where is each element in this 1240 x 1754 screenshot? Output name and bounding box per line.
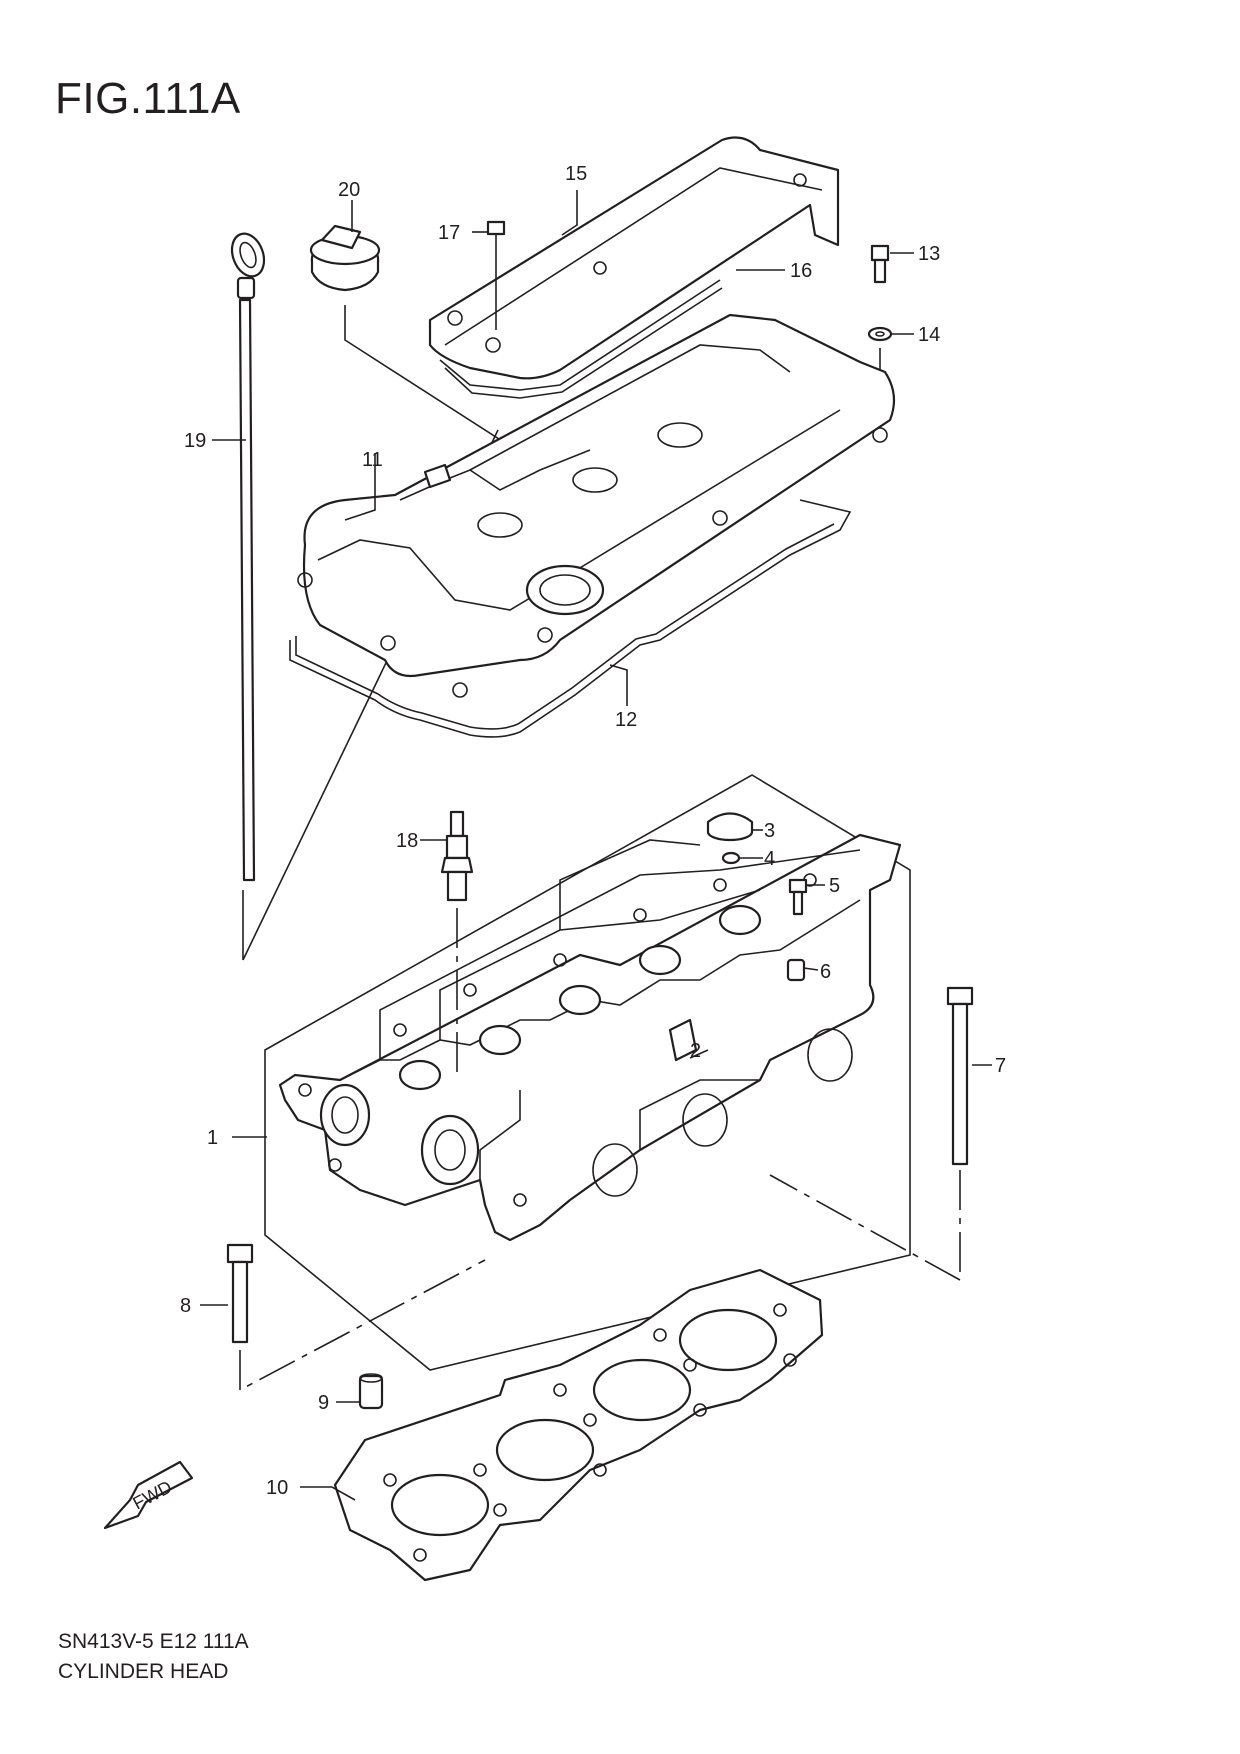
part-head-gasket — [333, 1268, 824, 1582]
callout-19: 19 — [184, 430, 206, 452]
callout-8: 8 — [180, 1295, 191, 1317]
callout-1: 1 — [207, 1127, 218, 1149]
callout-14: 14 — [918, 324, 940, 346]
part-dipstick — [230, 232, 266, 882]
callout-13: 13 — [918, 243, 940, 265]
part-oil-filler-cap — [309, 224, 381, 292]
part-4-washer — [721, 851, 741, 865]
callout-9: 9 — [318, 1392, 329, 1414]
callout-18: 18 — [396, 830, 418, 852]
callout-12: 12 — [615, 709, 637, 731]
part-cover-plate — [428, 136, 840, 380]
callout-15: 15 — [565, 163, 587, 185]
part-bolt-7 — [946, 986, 974, 1166]
part-6-pin — [786, 958, 806, 982]
callout-11: 11 — [362, 449, 383, 471]
footer-code: SN413V-5 E12 111A — [58, 1630, 249, 1653]
callout-7: 7 — [995, 1055, 1006, 1077]
callout-6: 6 — [820, 961, 831, 983]
callout-3: 3 — [764, 820, 775, 842]
part-bolt-13 — [870, 244, 890, 284]
part-cover-seal — [439, 279, 723, 399]
part-cylinder-head — [278, 833, 902, 1242]
figure-title: FIG.111A — [55, 74, 241, 123]
part-spark-plug — [440, 810, 474, 902]
callout-16: 16 — [790, 260, 812, 282]
part-cover-gasket — [289, 499, 852, 738]
part-bolt-8 — [226, 1243, 254, 1344]
part-bolt-17 — [486, 220, 506, 330]
callout-2: 2 — [690, 1040, 701, 1062]
part-3-cap — [706, 812, 754, 842]
part-2-valve-stem — [668, 1018, 698, 1062]
footer-name: CYLINDER HEAD — [58, 1660, 229, 1683]
callout-4: 4 — [764, 848, 775, 870]
assembly-frame — [264, 774, 911, 1371]
callout-20: 20 — [338, 179, 360, 201]
callout-17: 17 — [438, 222, 460, 244]
part-5-bolt — [788, 878, 808, 916]
part-cylinder-head-cover — [297, 313, 896, 698]
callout-5: 5 — [829, 875, 840, 897]
part-9-dowel — [358, 1373, 384, 1410]
fwd-arrow-icon: FWD — [103, 1460, 194, 1530]
callout-10: 10 — [266, 1477, 288, 1499]
part-washer-14 — [867, 326, 893, 342]
